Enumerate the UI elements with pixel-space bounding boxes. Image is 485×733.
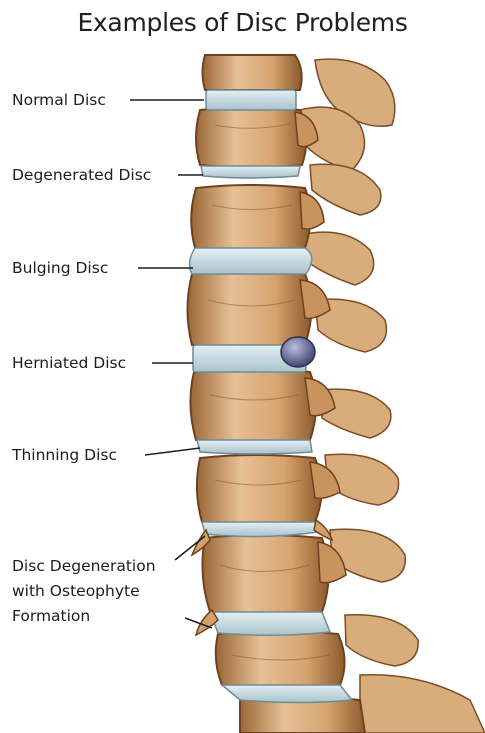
disc-bulging [188, 247, 313, 275]
pedicles [294, 111, 347, 584]
label-herniated-disc: Herniated Disc [12, 354, 127, 372]
disc-normal [205, 89, 297, 111]
label-degenerated-disc: Degenerated Disc [12, 166, 152, 184]
diagram-title: Examples of Disc Problems [77, 8, 408, 37]
discs [188, 89, 354, 704]
disc-osteophyte [201, 521, 319, 538]
label-osteophyte-line2: with Osteophyte [12, 582, 140, 600]
bone-texture [207, 123, 331, 661]
leader-thinning [144, 447, 201, 456]
leader-osteophyte-bottom [184, 617, 213, 629]
posterior-processes [299, 58, 485, 733]
label-bulging-disc: Bulging Disc [12, 259, 109, 277]
leader-lines [130, 99, 213, 629]
herniation-blob [280, 336, 316, 368]
disc-thinning [196, 439, 313, 455]
disc-degenerated [200, 165, 301, 179]
label-normal-disc: Normal Disc [12, 91, 106, 109]
vertebral-bodies [186, 54, 367, 733]
label-osteophyte-line3: Formation [12, 607, 91, 625]
label-thinning-disc: Thinning Disc [12, 446, 117, 464]
leader-osteophyte-top [174, 535, 206, 561]
label-osteophyte-line1: Disc Degeneration [12, 557, 156, 575]
osteophyte-spurs [190, 518, 334, 637]
